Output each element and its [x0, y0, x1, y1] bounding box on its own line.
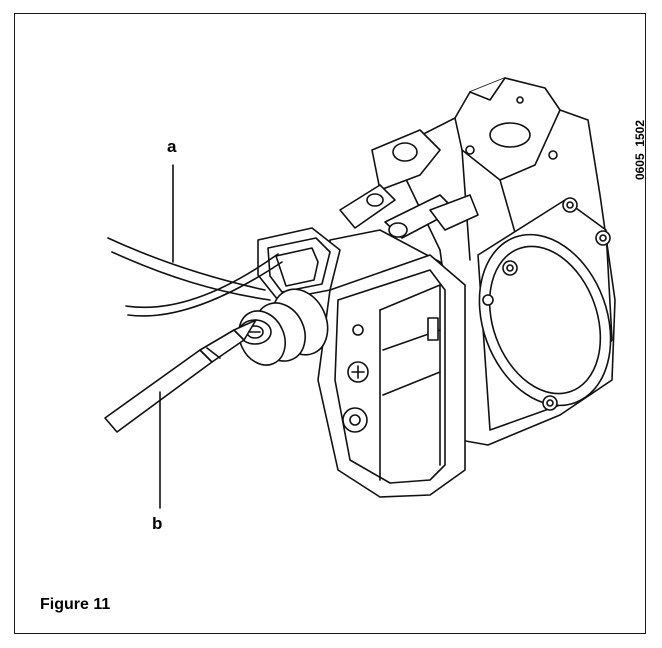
pipe-fittings	[339, 129, 479, 239]
valve-cover	[477, 197, 613, 431]
figure-frame	[14, 13, 646, 634]
callout-leaders	[159, 164, 174, 509]
figure-caption: Figure 11	[40, 596, 111, 613]
wire	[107, 237, 283, 317]
drawing-code: 0605_1502	[633, 119, 647, 181]
screwdriver	[104, 319, 257, 433]
callout-a: a	[167, 137, 177, 156]
callout-b: b	[152, 514, 163, 533]
electrical-box	[317, 254, 466, 498]
